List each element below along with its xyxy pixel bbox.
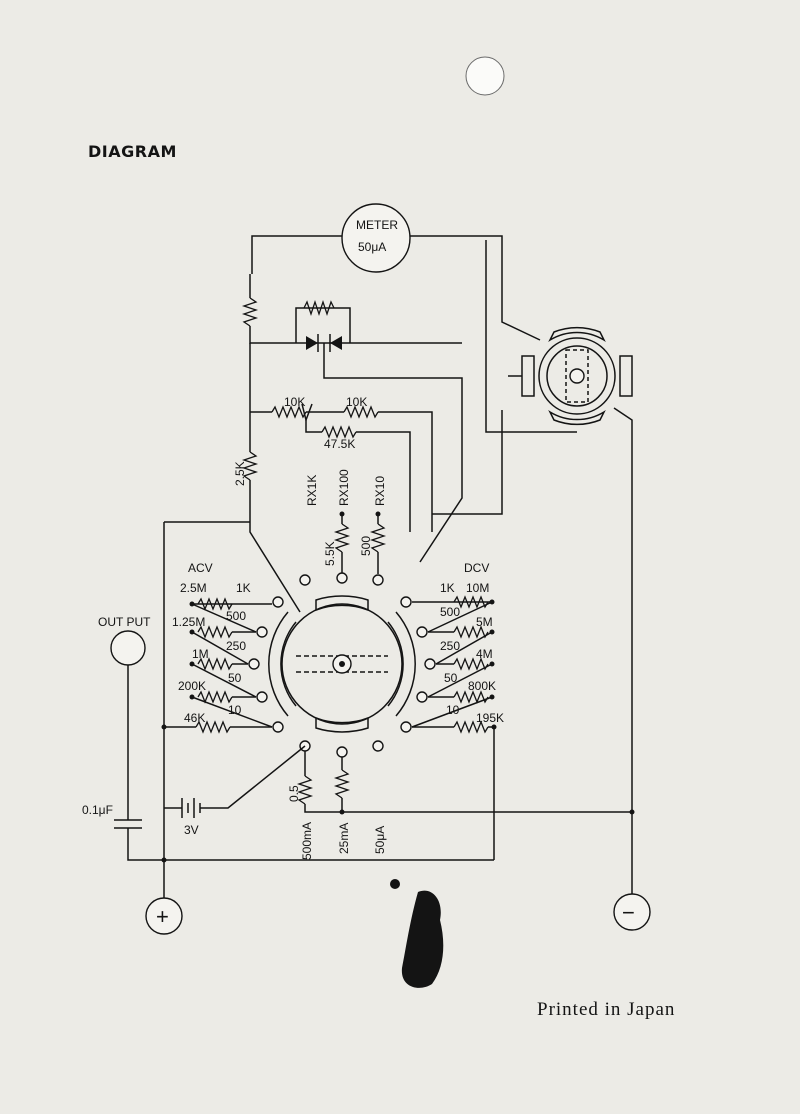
resistor-label-47k: 47.5K — [324, 437, 355, 451]
capacitor-label: 0.1μF — [82, 803, 113, 817]
resistor-label-10k-b: 10K — [346, 395, 367, 409]
diagram-heading: DIAGRAM — [88, 142, 177, 161]
battery-3v — [164, 745, 306, 818]
ohms-range-rx10: RX10 — [373, 476, 387, 506]
dcv-range-1: 1K — [440, 581, 455, 595]
ohms-range-rx100: RX100 — [337, 469, 351, 506]
function-switch — [485, 240, 635, 894]
acv-ladder — [161, 597, 273, 734]
ohms-resistors — [163, 511, 387, 860]
resistor-label-10k-a: 10K — [284, 395, 305, 409]
dcv-range-2: 500 — [440, 605, 460, 619]
acv-resistor-1: 2.5M — [180, 581, 207, 595]
acv-range-3: 250 — [226, 639, 246, 653]
current-range-25ma: 25mA — [337, 823, 351, 854]
ohms-resistor-500: 500 — [359, 536, 373, 556]
range-selector-switch — [248, 572, 436, 758]
current-shunts — [296, 751, 632, 815]
dcv-resistor-5: 195K — [476, 711, 504, 725]
dcv-resistor-3: 4M — [476, 647, 493, 661]
acv-range-5: 10 — [228, 703, 242, 717]
punch-hole — [465, 56, 505, 96]
ink-smudge — [401, 890, 444, 988]
output-label: OUT PUT — [98, 615, 151, 629]
output-circuit — [110, 630, 494, 863]
meter-rating: 50μA — [358, 240, 386, 254]
acv-resistor-4: 200K — [178, 679, 206, 693]
dcv-ladder — [411, 595, 497, 860]
meter-wiring — [241, 235, 541, 613]
meter-label: METER — [356, 218, 398, 232]
shunt-network — [271, 403, 503, 532]
current-range-500ma: 500mA — [300, 822, 314, 860]
dcv-range-5: 10 — [446, 703, 460, 717]
rectifier-diodes — [295, 299, 463, 563]
current-resistor-0-5: 0.5 — [287, 785, 301, 802]
test-terminals — [145, 860, 651, 935]
dcv-range-4: 50 — [444, 671, 458, 685]
meter-symbol — [341, 203, 411, 273]
printed-in-japan: Printed in Japan — [537, 999, 676, 1020]
resistor-label-2k5: 2.5K — [233, 461, 247, 486]
acv-range-2: 500 — [226, 609, 246, 623]
acv-range-1: 1K — [236, 581, 251, 595]
dcv-resistor-2: 5M — [476, 615, 493, 629]
dcv-resistor-4: 800K — [468, 679, 496, 693]
dcv-resistor-1: 10M — [466, 581, 489, 595]
dcv-title: DCV — [464, 561, 489, 575]
acv-resistor-5: 46K — [184, 711, 205, 725]
acv-resistor-2: 1.25M — [172, 615, 205, 629]
dcv-range-3: 250 — [440, 639, 460, 653]
acv-title: ACV — [188, 561, 213, 575]
positive-terminal-symbol: + — [156, 904, 169, 929]
ohms-resistor-5k5: 5.5K — [323, 541, 337, 566]
current-range-50ua: 50μA — [373, 826, 387, 854]
acv-range-4: 50 — [228, 671, 242, 685]
ink-spot — [390, 879, 400, 889]
acv-resistor-3: 1M — [192, 647, 209, 661]
battery-label: 3V — [184, 823, 199, 837]
negative-terminal-symbol: − — [622, 900, 635, 925]
ohms-range-rx1k: RX1K — [305, 475, 319, 506]
